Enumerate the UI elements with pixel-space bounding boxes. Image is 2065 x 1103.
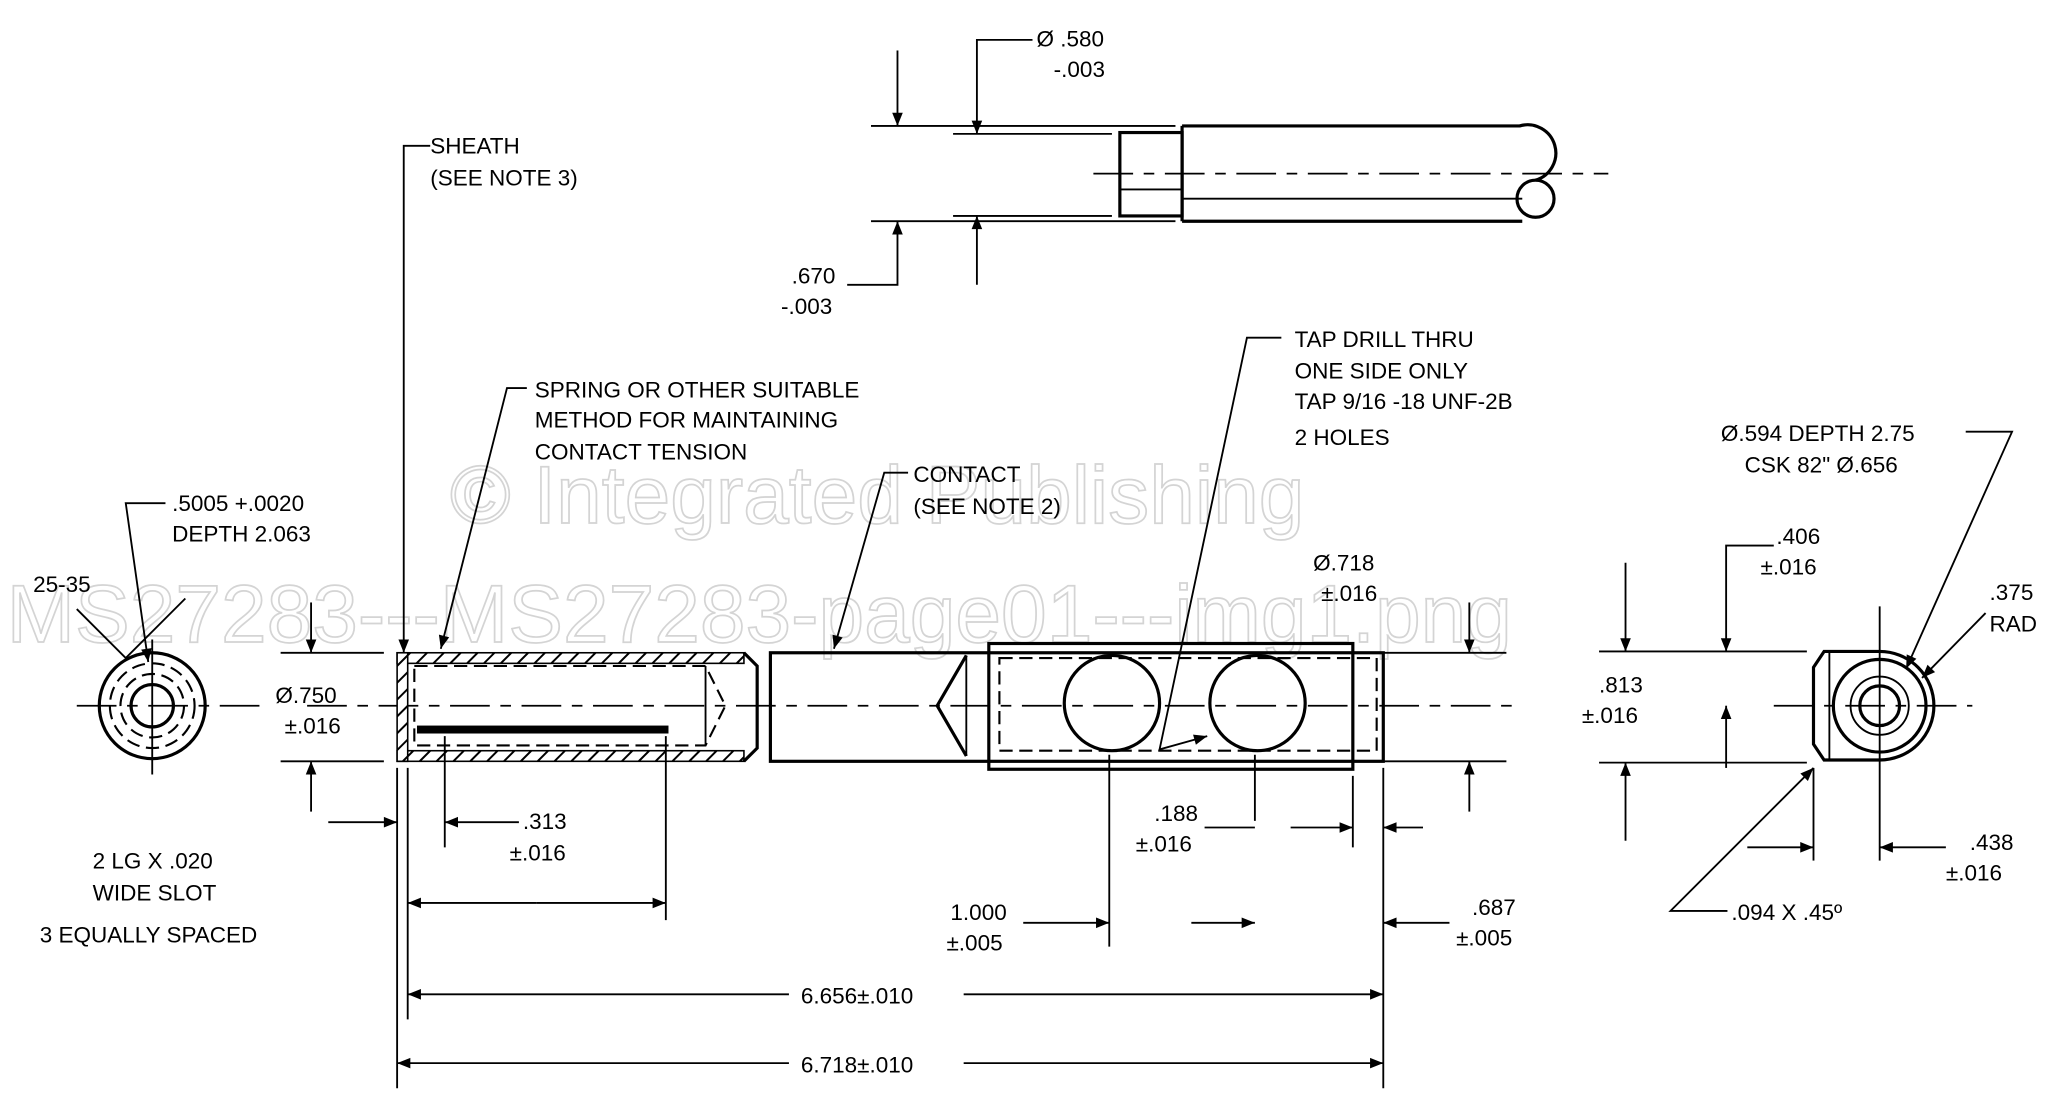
contact-label: CONTACT [913,462,1020,487]
tap-label-2: ONE SIDE ONLY [1295,359,1468,384]
dim-438-tol: ±.016 [1946,860,2002,885]
dim-188: .188 [1154,801,1198,826]
sheath-note: (SEE NOTE 3) [430,165,578,190]
svg-text:MS27283---MS27283-page01---img: MS27283---MS27283-page01---img1.png [7,569,1512,660]
dim-687-tol: ±.005 [1456,925,1512,950]
tap-label-4: 2 HOLES [1295,425,1390,450]
dim-750-tol: ±.016 [285,714,341,739]
dim-813: .813 [1599,672,1643,697]
chamfer-label: .094 X .45º [1731,900,1842,925]
dim-750: Ø.750 [275,683,336,708]
dim-406-tol: ±.016 [1761,555,1817,580]
dim-188-tol: ±.016 [1136,831,1192,856]
dim-313: .313 [523,809,567,834]
top-view: Ø .580 -.003 .670 -.003 [781,27,1609,319]
right-end-view: .813 ±.016 .406 ±.016 Ø.594 DEPTH 2.75 C… [1582,421,2037,925]
dim-670: .670 [792,263,836,288]
dim-718: Ø.718 [1313,551,1374,576]
angle-label: 25-35 [33,572,91,597]
bore-left-label: .5005 +.0020 [172,491,304,516]
dim-718-tol: ±.016 [1321,581,1377,606]
dim-dia-580: Ø .580 [1036,27,1104,52]
bore-right-csk: CSK 82" Ø.656 [1745,453,1898,478]
sheath-label: SHEATH [430,134,520,159]
dim-375-rad: RAD [1990,612,2038,637]
spring-label-3: CONTACT TENSION [535,440,748,465]
dim-687: .687 [1472,895,1516,920]
left-end-view: 25-35 .5005 +.0020 DEPTH 2.063 2 LG X .0… [33,491,311,948]
dim-375: .375 [1990,580,2034,605]
slot-label-2: WIDE SLOT [93,880,217,905]
watermark: © Integrated Publishing MS27283---MS2728… [6,449,1513,661]
dim-6656: 6.656±.010 [801,984,913,1009]
dim-6718: 6.718±.010 [801,1052,913,1077]
spring-label-2: METHOD FOR MAINTAINING [535,408,838,433]
slot-label: 2 LG X .020 [93,849,213,874]
bore-left-depth: DEPTH 2.063 [172,522,311,547]
tap-label-3: TAP 9/16 -18 UNF-2B [1295,389,1513,414]
bore-right-label: Ø.594 DEPTH 2.75 [1721,421,1915,446]
dim-670-tol: -.003 [781,294,832,319]
dim-438: .438 [1970,830,2014,855]
dim-1000-tol: ±.005 [946,931,1002,956]
dim-dia-580-tol: -.003 [1054,57,1105,82]
contact-note: (SEE NOTE 2) [913,494,1061,519]
side-view: SHEATH (SEE NOTE 3) SPRING OR OTHER SUIT… [275,134,1516,1089]
slot-label-3: 3 EQUALLY SPACED [40,923,258,948]
tap-label: TAP DRILL THRU [1295,327,1474,352]
dim-1000: 1.000 [950,900,1006,925]
dim-813-tol: ±.016 [1582,703,1638,728]
dim-406: .406 [1776,524,1820,549]
dim-313-tol: ±.016 [510,841,566,866]
spring-label: SPRING OR OTHER SUITABLE [535,377,860,402]
